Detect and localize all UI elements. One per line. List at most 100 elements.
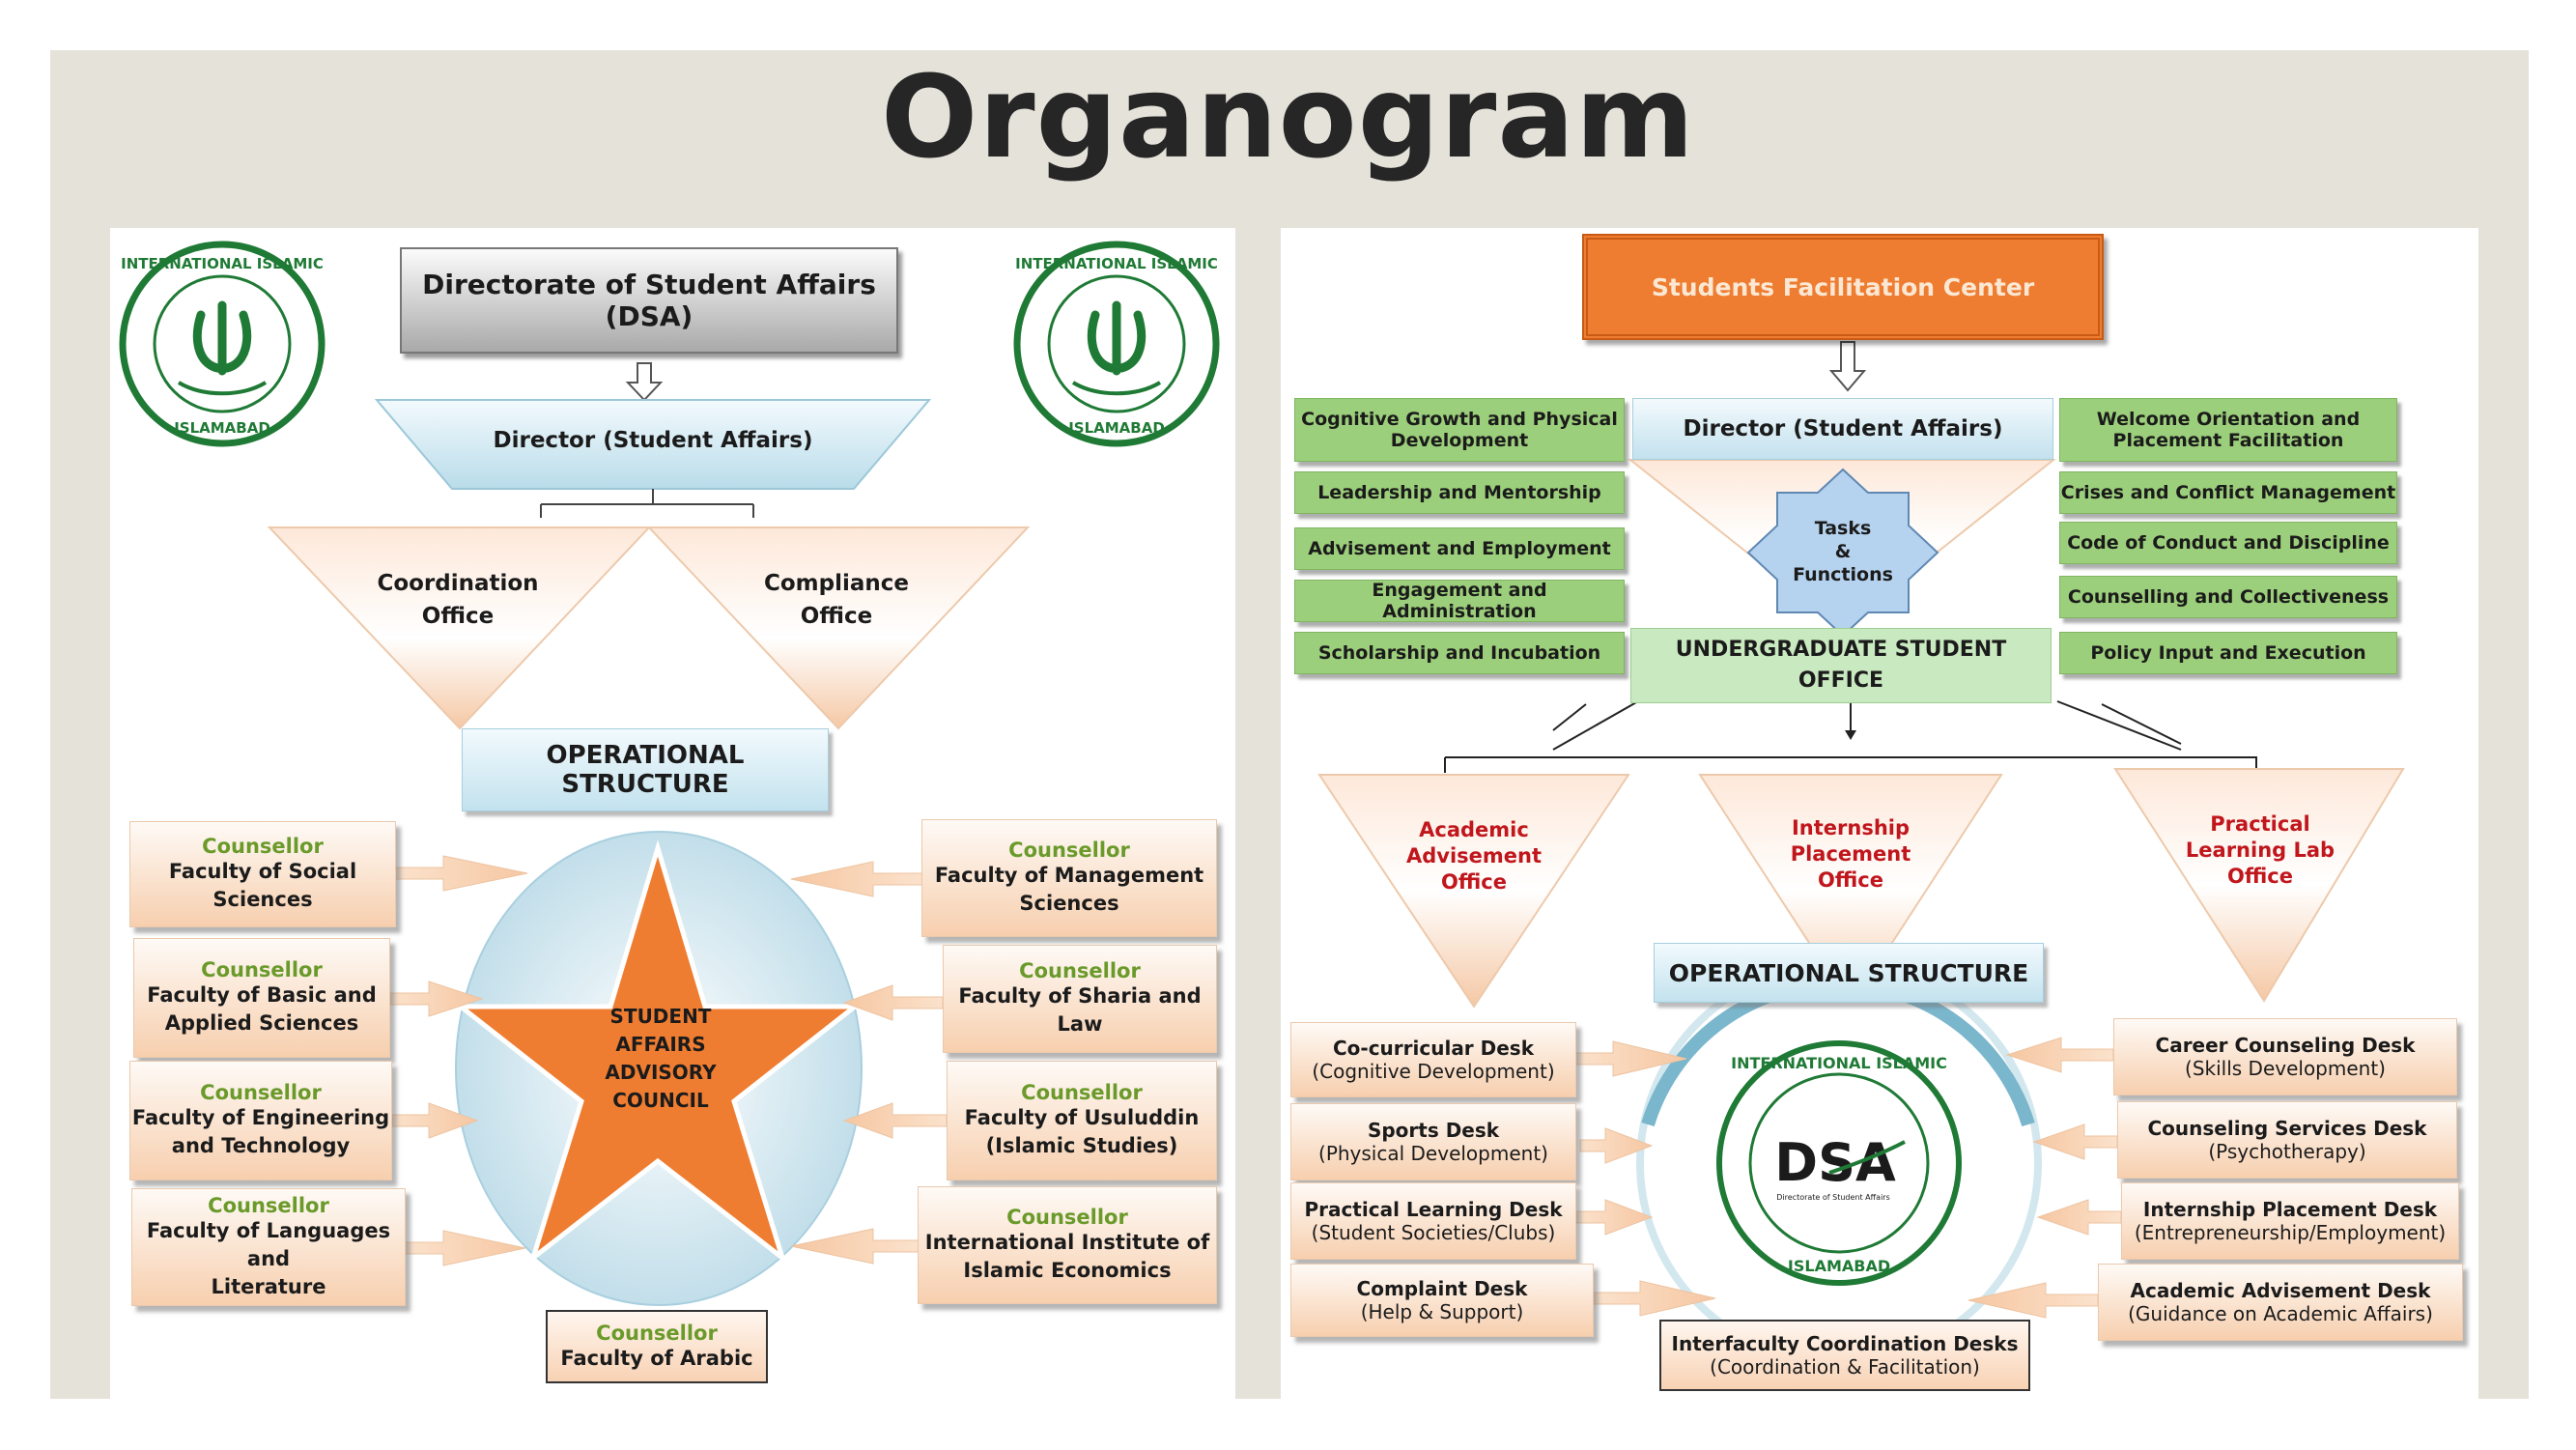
office-label: Academic Advisement Office [1405,817,1543,894]
desk-practical-learning: Practical Learning Desk (Student Societi… [1290,1182,1576,1260]
counsellor-economics: Counsellor International Institute of Is… [918,1186,1217,1304]
svg-text:ISLAMABAD: ISLAMABAD [1788,1257,1890,1275]
arrow-right-icon [389,981,484,1017]
counsellor-arabic: Counsellor Faculty of Arabic [546,1310,768,1383]
desk-title: Internship Placement Desk [2142,1198,2438,1221]
desk-title: Counseling Services Desk [2147,1117,2427,1140]
coordination-label: Coordination Office [377,571,539,629]
academic-advisement-office: Academic Advisement Office [1377,808,1571,904]
task-item-label: Leadership and Mentorship [1317,482,1601,503]
svg-text:INTERNATIONAL ISLAMIC: INTERNATIONAL ISLAMIC [1015,255,1218,272]
arrow-left-icon [790,1228,920,1265]
office-label: Internship Placement Office [1790,815,1911,892]
task-item: Engagement and Administration [1294,580,1625,622]
counsellor-label: Counsellor [1008,839,1130,862]
arrowhead-icon [1845,730,1856,740]
ugso-connector [1444,701,2257,775]
counsellor-label: Counsellor [1019,959,1141,982]
counsellor-usuluddin: Counsellor Faculty of Usuluddin (Islamic… [947,1061,1217,1180]
arrow-left-icon [1967,1282,2099,1319]
ugso-connector-right [2056,700,2182,751]
desk-counseling-services: Counseling Services Desk (Psychotherapy) [2117,1101,2457,1179]
sfc-label: Students Facilitation Center [1651,272,2035,301]
faculty-label: Faculty of Social Sciences [168,860,357,911]
desk-internship-placement: Internship Placement Desk (Entrepreneurs… [2121,1182,2459,1260]
down-arrow-icon [1828,341,1867,392]
desk-complaint: Complaint Desk (Help & Support) [1290,1264,1594,1337]
arrow-right-icon [1593,1280,1716,1317]
dsa-logo: INTERNATIONAL ISLAMIC ISLAMABAD DSA Dire… [1716,1040,1962,1286]
dsa-box: Directorate of Student Affairs (DSA) [400,247,898,354]
faculty-label: Faculty of Management Sciences [934,864,1204,915]
task-item-label: Crises and Conflict Management [2060,482,2396,503]
council-label-box: STUDENT AFFAIRS ADVISORY COUNCIL [574,991,748,1126]
counsellor-sharia: Counsellor Faculty of Sharia and Law [943,945,1217,1053]
arrow-left-icon [2036,1199,2122,1236]
desk-interfaculty-coordination: Interfaculty Coordination Desks (Coordin… [1659,1320,2030,1391]
counsellor-engineering: Counsellor Faculty of Engineering and Te… [129,1061,392,1180]
task-item-label: Welcome Orientation and Placement Facili… [2096,409,2361,451]
internship-placement-office: Internship Placement Office [1754,806,1947,902]
arrow-left-icon [2032,1123,2118,1160]
desk-subtitle: (Skills Development) [2185,1057,2386,1080]
arrow-left-icon [790,861,924,897]
council-label: STUDENT AFFAIRS ADVISORY COUNCIL [605,1005,717,1112]
counsellor-social-sciences: Counsellor Faculty of Social Sciences [129,821,396,927]
task-item: Counselling and Collectiveness [2059,576,2397,618]
coordination-office: Coordination Office [337,561,579,639]
svg-text:Directorate of Student Affairs: Directorate of Student Affairs [1776,1193,1890,1202]
right-connector-graphics: INTERNATIONAL ISLAMIC ISLAMABAD DSA Dire… [1317,341,2405,1366]
arrow-right-icon [404,1230,526,1266]
counsellor-label: Counsellor [201,958,323,981]
desk-title: Complaint Desk [1356,1277,1528,1300]
iiu-seal-left: INTERNATIONAL ISLAMIC ISLAMABAD [119,241,326,447]
office-label: Practical Learning Lab Office [2185,811,2335,888]
counsellor-languages: Counsellor Faculty of Languages and Lite… [131,1188,406,1306]
arrow-right-icon [394,855,528,892]
task-item: Advisement and Employment [1294,527,1625,570]
faculty-label: Faculty of Engineering and Technology [131,1106,390,1157]
task-item-label: Cognitive Growth and Physical Developmen… [1301,409,1618,451]
desk-title: Sports Desk [1367,1119,1500,1142]
counsellor-label: Counsellor [200,1081,322,1104]
sfc-box: Students Facilitation Center [1582,234,2104,340]
task-item: Scholarship and Incubation [1294,632,1625,674]
task-item-label: Counselling and Collectiveness [2067,586,2390,608]
counsellor-label: Counsellor [596,1321,718,1345]
desk-academic-advisement: Academic Advisement Desk (Guidance on Ac… [2098,1264,2463,1341]
faculty-label: Faculty of Usuluddin (Islamic Studies) [964,1106,1200,1157]
arrow-right-icon [1573,1040,1687,1077]
director-label: Director (Student Affairs) [493,428,813,453]
desk-title: Career Counseling Desk [2155,1034,2416,1057]
operational-structure-label: OPERATIONAL STRUCTURE [546,741,745,799]
desk-title: Co-curricular Desk [1332,1037,1535,1060]
faculty-label: Faculty of Arabic [560,1346,753,1370]
desk-subtitle: (Cognitive Development) [1312,1060,1555,1083]
coordination-triangle [267,526,652,730]
left-connector-graphics: INTERNATIONAL ISLAMIC ISLAMABAD INTERNAT… [119,241,1220,1306]
operational-structure-box: OPERATIONAL STRUCTURE [462,728,829,811]
ugso-label: UNDERGRADUATE STUDENT OFFICE [1675,638,2007,693]
desk-title: Interfaculty Coordination Desks [1671,1332,2019,1355]
counsellor-label: Counsellor [208,1193,329,1217]
faculty-label: International Institute of Islamic Econo… [924,1231,1210,1282]
practical-office-triangle [2113,768,2405,1003]
compliance-triangle [646,526,1031,730]
desk-career-counseling: Career Counseling Desk (Skills Developme… [2113,1018,2457,1095]
director-funnel-shape [374,399,932,490]
svg-text:INTERNATIONAL ISLAMIC: INTERNATIONAL ISLAMIC [121,255,324,272]
task-item-label: Policy Input and Execution [2090,642,2366,664]
task-item-label: Code of Conduct and Discipline [2067,532,2390,554]
compliance-office: Compliance Office [716,561,957,639]
internship-office-triangle [1698,774,2003,1009]
desk-sports: Sports Desk (Physical Development) [1290,1103,1576,1180]
counsellor-management: Counsellor Faculty of Management Science… [921,819,1217,937]
ugso-connector-left [1552,700,1639,751]
arrow-left-icon [2005,1037,2114,1073]
tasks-functions: Tasks & Functions [1785,489,1901,614]
arrow-left-icon [842,1102,948,1139]
task-item: Code of Conduct and Discipline [2059,522,2397,564]
operational-structure-box: OPERATIONAL STRUCTURE [1654,943,2044,1003]
svg-text:INTERNATIONAL ISLAMIC: INTERNATIONAL ISLAMIC [1731,1054,1947,1072]
counsellor-label: Counsellor [1021,1081,1143,1104]
